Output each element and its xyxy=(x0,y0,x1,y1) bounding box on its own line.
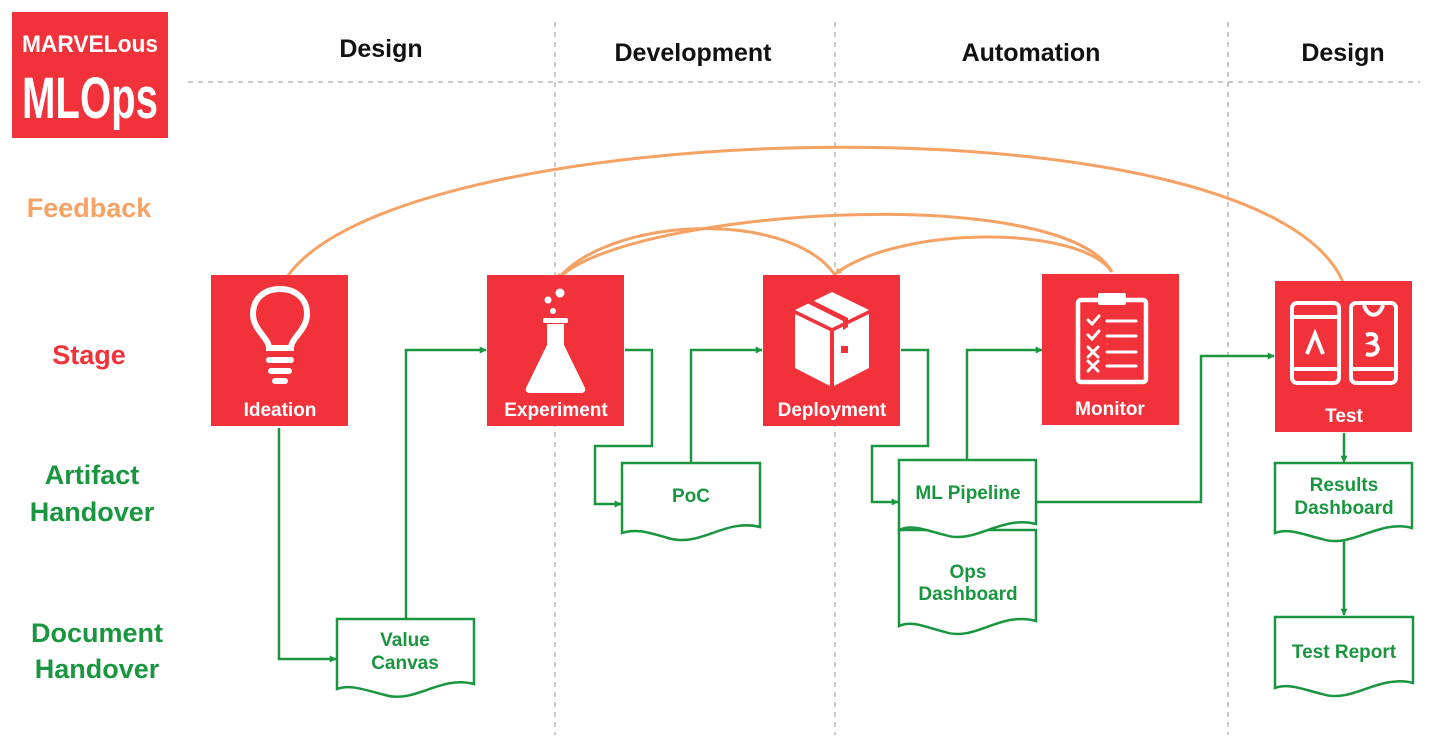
phase-design-final: Design xyxy=(1301,39,1384,67)
logo-line1: MARVELous xyxy=(22,31,158,58)
feedback-arc-monitor-to-experiment xyxy=(555,213,1114,282)
flow-ml-pipeline-to-test xyxy=(1037,352,1275,504)
flow-deployment-to-ml-pipeline xyxy=(870,348,930,506)
stage-monitor: Monitor xyxy=(1042,274,1179,425)
phase-automation: Automation xyxy=(962,39,1101,67)
doc-test-report: Test Report xyxy=(1273,615,1415,698)
feedback-arcs xyxy=(282,145,1345,283)
stage-ideation: Ideation xyxy=(211,275,348,426)
svg-text:Artifact: Artifact xyxy=(45,460,140,490)
stage-experiment: Experiment xyxy=(487,275,624,426)
svg-text:Results: Results xyxy=(1310,475,1379,496)
doc-ml-pipeline: ML Pipeline xyxy=(897,458,1038,539)
flow-connectors xyxy=(277,346,1348,663)
flow-ml-pipeline-to-monitor xyxy=(965,346,1043,460)
row-label-stage: Stage xyxy=(52,340,126,370)
doc-value-canvas: Value Canvas xyxy=(335,617,476,698)
stage-label-ideation: Ideation xyxy=(244,400,317,421)
svg-text:Handover: Handover xyxy=(35,654,160,684)
logo: MARVELous MLOps xyxy=(12,12,168,138)
row-label-feedback: Feedback xyxy=(27,193,153,223)
lightbulb-icon xyxy=(249,285,311,384)
flow-poc-to-deployment xyxy=(689,346,763,463)
svg-text:Test Report: Test Report xyxy=(1292,642,1397,663)
stage-label-test: Test xyxy=(1325,406,1363,427)
svg-text:Handover: Handover xyxy=(30,497,155,527)
stage-label-monitor: Monitor xyxy=(1075,399,1145,420)
doc-results-dashboard: Results Dashboard xyxy=(1273,461,1414,543)
svg-text:ML Pipeline: ML Pipeline xyxy=(915,483,1020,504)
svg-text:Dashboard: Dashboard xyxy=(1294,498,1393,519)
stage-test: Test xyxy=(1275,281,1412,432)
feedback-arc-test-to-ideation xyxy=(282,145,1345,283)
box-icon xyxy=(795,292,869,386)
row-label-document-handover: Document Handover xyxy=(31,618,163,684)
flow-value-canvas-to-experiment xyxy=(404,346,487,618)
stage-label-deployment: Deployment xyxy=(778,400,887,421)
feedback-arc-monitor-to-deployment xyxy=(834,235,1114,276)
flow-experiment-to-poc xyxy=(593,348,654,508)
clipboard-icon xyxy=(1075,293,1149,385)
phase-design: Design xyxy=(339,35,422,63)
phase-development: Development xyxy=(615,39,773,67)
mobile-devices-icon xyxy=(1290,301,1398,385)
svg-text:Canvas: Canvas xyxy=(371,653,439,674)
doc-ops-dashboard: Ops Dashboard xyxy=(897,528,1038,636)
svg-text:PoC: PoC xyxy=(672,486,710,507)
phase-dividers xyxy=(188,22,1420,735)
svg-text:Value: Value xyxy=(380,630,430,651)
logo-line2: MLOps xyxy=(22,66,158,131)
flow-ideation-to-value-canvas xyxy=(277,428,337,663)
stage-label-experiment: Experiment xyxy=(504,400,608,421)
flask-icon xyxy=(525,288,586,393)
stage-deployment: Deployment xyxy=(763,275,900,426)
svg-text:Ops: Ops xyxy=(950,562,987,583)
doc-poc: PoC xyxy=(620,461,762,542)
row-label-artifact-handover: Artifact Handover xyxy=(30,460,155,527)
svg-text:Document: Document xyxy=(31,618,163,648)
svg-text:Dashboard: Dashboard xyxy=(918,584,1017,605)
